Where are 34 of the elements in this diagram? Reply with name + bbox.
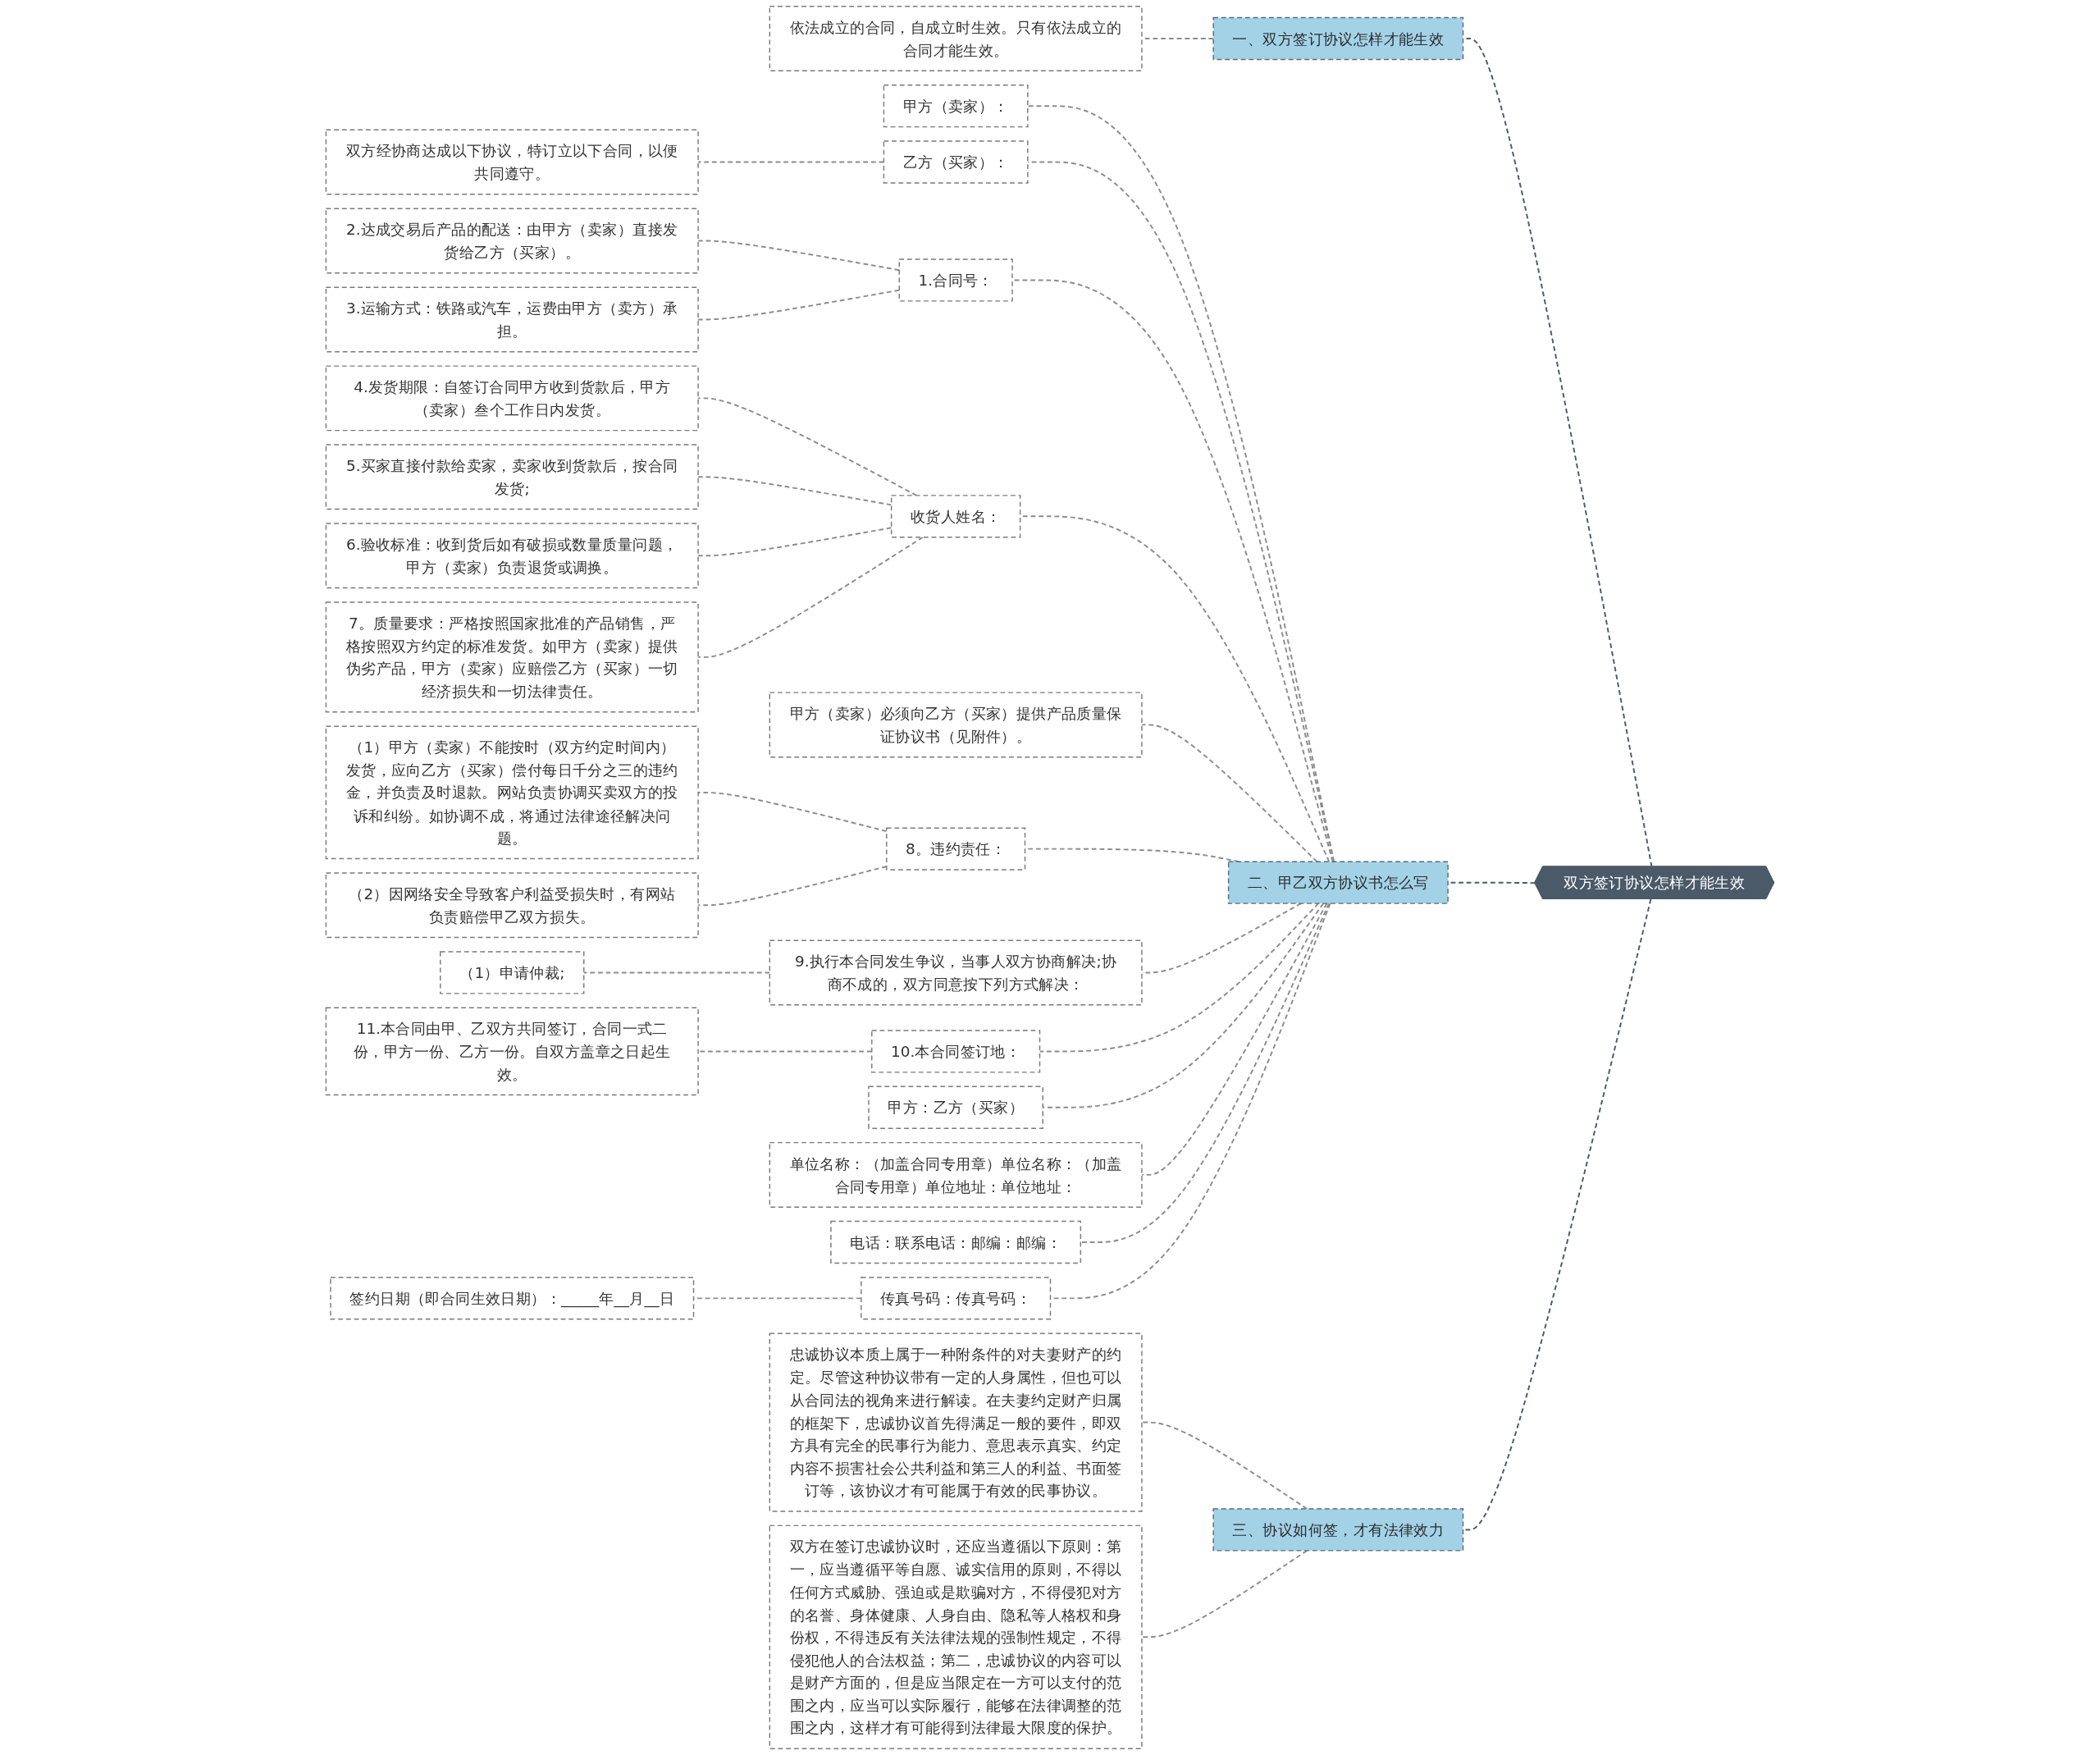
node-box: 4.发货期限：自签订合同甲方收到货款后，甲方（卖家）叁个工作日内发货。 (325, 365, 699, 432)
node-box: 收货人姓名： (890, 495, 1021, 538)
node-box: 5.买家直接付款给卖家，卖家收到货款后，按合同发货; (325, 444, 699, 510)
node-box: 签约日期（即合同生效日期）：_____年__月__日 (330, 1277, 695, 1320)
node-box: 三、协议如何签，才有法律效力 (1212, 1508, 1464, 1552)
node-box: 乙方（买家）： (883, 140, 1029, 184)
node-box: 3.运输方式：铁路或汽车，运费由甲方（卖方）承担。 (325, 286, 699, 353)
node-box: （1）甲方（卖家）不能按时（双方约定时间内）发货，应向乙方（买家）偿付每日千分之三的违约金，并负责及时退款。网站负责协调买卖双方的投诉和纠纷。如协调不成，将通过法律途径解决问题。 (325, 725, 699, 860)
node-box: 单位名称：（加盖合同专用章）单位名称：（加盖合同专用章）单位地址：单位地址： (769, 1141, 1143, 1208)
node-box: 电话：联系电话：邮编：邮编： (830, 1220, 1082, 1264)
node-box: 依法成立的合同，自成立时生效。只有依法成立的合同才能生效。 (769, 6, 1143, 71)
node-box: 7。质量要求：严格按照国家批准的产品销售，严格按照双方约定的标准发货。如甲方（卖家）提供伪劣产品，甲方（卖家）应赔偿乙方（买家）一切经济损失和一切法律责任。 (325, 601, 699, 713)
node-box: 11.本合同由甲、乙双方共同签订，合同一式二份，甲方一份、乙方一份。自双方盖章之日起生效。 (325, 1007, 699, 1096)
node-box: （2）因网络安全导致客户利益受损失时，有网站负责赔偿甲乙双方损失。 (325, 872, 699, 939)
node-box: 双方在签订忠诚协议时，还应当遵循以下原则：第一，应当遵循平等自愿、诚实信用的原则，不得以任何方式威胁、强迫或是欺骗对方，不得侵犯对方的名誉、身体健康、人身自由、隐私等人格权和身份权，不得违反有关法律法规的强制性规定，不得侵犯他人的合法权益；第二，忠诚协议的内容可以是财产方面的，但是应当限定在一方可以支付的范围之内，应当可以实际履行，能够在法律调整的范围之内，这样才有可能得到法律最大限度的保护。 (769, 1524, 1143, 1749)
node-box: 甲方（卖家）必须向乙方（买家）提供产品质量保证协议书（见附件）。 (769, 692, 1143, 758)
node-box: 双方经协商达成以下协议，特订立以下合同，以便共同遵守。 (325, 129, 699, 195)
node-box: 8。违约责任： (886, 827, 1026, 871)
node-box: 一、双方签订协议怎样才能生效 (1212, 16, 1464, 61)
node-box: 9.执行本合同发生争议，当事人双方协商解决;协商不成的，双方同意按下列方式解决： (769, 939, 1143, 1006)
node-box: 甲方（卖家）： (883, 85, 1029, 128)
node-box: 10.本合同签订地： (871, 1030, 1041, 1073)
node-box: 二、甲乙双方协议书怎么写 (1227, 861, 1449, 904)
node-box: 1.合同号： (898, 258, 1013, 302)
connector (1141, 724, 1318, 863)
connector (697, 397, 918, 496)
node-box: 忠诚协议本质上属于一种附条件的对夫妻财产的约定。尽管这种协议带有一定的人身属性，但也可以从合同法的视角来进行解读。在夫妻约定财产归属的框架下，忠诚协议首先得满足一般的要件，即双方具有完全的民事行为能力、意思表示真实、约定内容不损害社会公共利益和第三人的利益、书面签订等，该协议才有可能属于有效的民事协议。 (769, 1332, 1143, 1512)
connector (1141, 1421, 1308, 1510)
node-box: 甲方：乙方（买家） (868, 1085, 1043, 1129)
node-box: 2.达成交易后产品的配送：由甲方（卖家）直接发货给乙方（买家）。 (325, 208, 699, 274)
connector (1141, 1549, 1308, 1638)
node-box: 传真号码：传真号码： (861, 1277, 1052, 1320)
node-box: （1）申请仲裁; (440, 951, 585, 994)
node-box: 6.验收标准：收到货后如有破损或数量质量问题，甲方（卖家）负责退货或调换。 (325, 523, 699, 589)
